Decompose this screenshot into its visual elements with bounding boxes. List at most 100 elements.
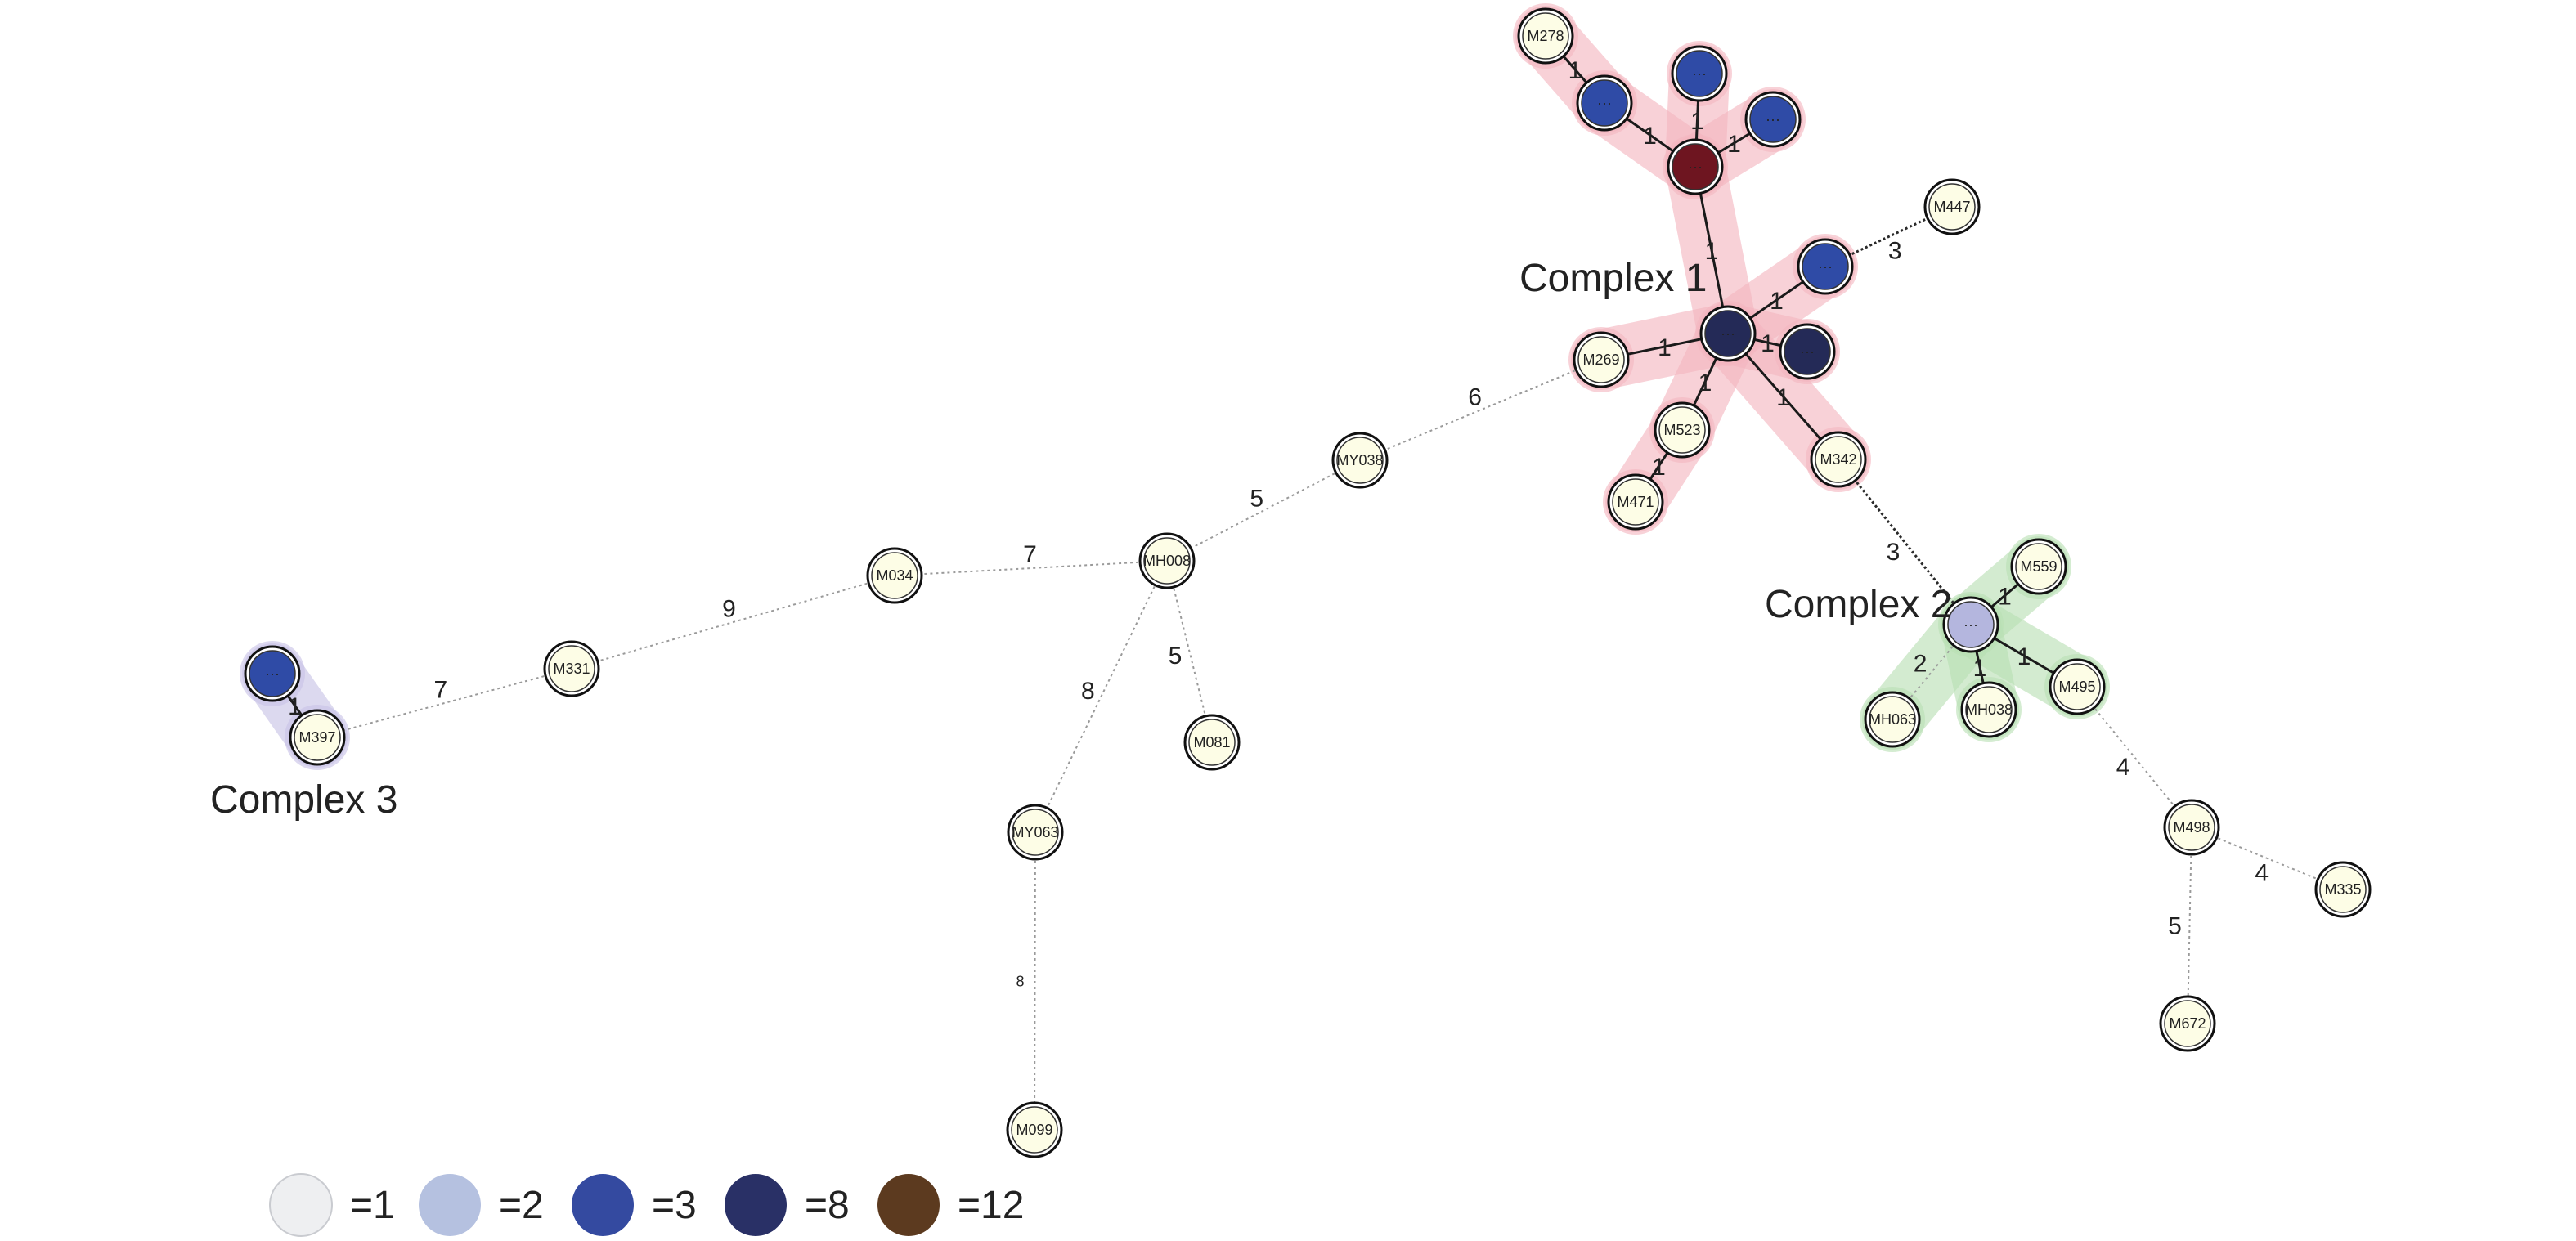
- node-fill: [1672, 143, 1719, 190]
- node-fill: [1869, 696, 1916, 743]
- edge-label: 1: [1761, 330, 1775, 357]
- legend-item-2: =2: [419, 1174, 544, 1236]
- edge-label: 7: [1023, 541, 1037, 568]
- node-label: ···: [1721, 325, 1735, 342]
- node-label: MY063: [1012, 824, 1058, 840]
- node-fill: [1676, 50, 1723, 97]
- edge-label: 1: [1776, 384, 1790, 411]
- edge-label: 1: [1690, 108, 1704, 135]
- node-fill: [1012, 809, 1059, 856]
- node-M447: M447: [1923, 178, 1981, 235]
- edge-label: 9: [722, 596, 736, 623]
- edge: [1166, 459, 1361, 562]
- edge-label: 1: [1652, 454, 1666, 481]
- edge-label: 1: [1705, 238, 1719, 265]
- edge-label: 1: [288, 693, 302, 720]
- node-fill: [1011, 1106, 1058, 1154]
- node-fill: [1658, 406, 1706, 454]
- node-label: M034: [876, 567, 913, 584]
- node-b5: ···: [244, 645, 301, 702]
- node-hub2: ···: [1942, 596, 1999, 653]
- legend-swatch-1: [269, 1173, 333, 1237]
- edge-label: 8: [1016, 973, 1024, 989]
- node-label: MH038: [1965, 701, 2013, 718]
- edge-label: 1: [2017, 643, 2031, 670]
- legend: =1 =2 =3 =8 =12: [269, 1173, 1024, 1237]
- edge-label: 5: [1250, 485, 1263, 512]
- node-label: ···: [1597, 95, 1612, 111]
- node-M335: M335: [2314, 861, 2372, 918]
- edge: [1694, 166, 1730, 334]
- node-label: MY038: [1336, 452, 1383, 468]
- node-M331: M331: [543, 640, 600, 697]
- edge: [1166, 560, 1213, 743]
- node-fill: [1612, 478, 1659, 526]
- edge: [1034, 831, 1036, 1131]
- node-fill: [294, 714, 341, 761]
- node-M397: M397: [289, 709, 346, 766]
- node-fill: [2053, 663, 2101, 710]
- legend-swatch-4: [725, 1174, 787, 1236]
- node-M278: M278: [1517, 7, 1574, 65]
- node-d1: ···: [1779, 323, 1836, 380]
- node-b2: ···: [1671, 45, 1728, 102]
- node-M269: M269: [1573, 331, 1630, 388]
- node-fill: [1947, 601, 1995, 648]
- node-label: ···: [1766, 111, 1780, 128]
- node-MH063: MH063: [1864, 691, 1921, 748]
- complex-2-label: Complex 2: [1765, 583, 1952, 626]
- edge-label: 1: [1727, 131, 1741, 158]
- edge-label: 6: [1468, 384, 1482, 411]
- legend-label-4: =8: [805, 1184, 850, 1227]
- node-label: M447: [1933, 199, 1970, 215]
- node-fill: [1143, 537, 1191, 585]
- node-M081: M081: [1183, 714, 1241, 771]
- edge-label: 2: [1914, 650, 1928, 677]
- node-fill: [2319, 866, 2367, 913]
- node-fill: [2168, 804, 2215, 851]
- node-label: MH008: [1143, 553, 1191, 569]
- node-label: M498: [2173, 819, 2210, 836]
- legend-item-1: =1: [269, 1173, 395, 1237]
- node-M672: M672: [2159, 995, 2216, 1052]
- legend-swatch-2: [419, 1174, 481, 1236]
- legend-item-3: =3: [572, 1174, 697, 1236]
- node-b3: ···: [1744, 91, 1802, 148]
- node-fill: [1522, 12, 1569, 60]
- node-M495: M495: [2049, 658, 2106, 715]
- node-b4: ···: [1797, 238, 1854, 295]
- node-label: M278: [1527, 28, 1564, 44]
- node-label: M672: [2169, 1015, 2206, 1032]
- complex-1-label: Complex 1: [1519, 257, 1707, 300]
- edge-label: 1: [1998, 583, 2012, 610]
- legend-swatch-5: [877, 1174, 940, 1236]
- node-label: ···: [1688, 159, 1703, 175]
- node-fill: [1802, 243, 1849, 290]
- node-red: ···: [1667, 138, 1724, 195]
- node-M498: M498: [2163, 799, 2220, 856]
- edge-label: 1: [1699, 370, 1712, 396]
- node-label: M335: [2324, 881, 2361, 898]
- node-fill: [1704, 310, 1752, 357]
- node-M523: M523: [1654, 401, 1711, 459]
- node-b1: ···: [1576, 74, 1633, 132]
- node-hub1: ···: [1699, 305, 1757, 362]
- node-fill: [1815, 436, 1862, 483]
- node-MH038: MH038: [1960, 681, 2017, 738]
- edge-label: 4: [2255, 859, 2269, 886]
- node-label: M342: [1820, 451, 1856, 468]
- node-fill: [1749, 96, 1797, 143]
- legend-label-3: =3: [652, 1184, 697, 1227]
- edge: [1359, 359, 1602, 461]
- edge: [1034, 560, 1168, 833]
- legend-swatch-3: [572, 1174, 634, 1236]
- node-label: MH063: [1869, 711, 1916, 728]
- node-fill: [1577, 336, 1625, 383]
- edge-label: 1: [1770, 288, 1784, 315]
- node-fill: [2164, 1000, 2211, 1047]
- node-label: ···: [265, 665, 280, 682]
- node-MY063: MY063: [1007, 804, 1064, 861]
- edge-label: 7: [433, 676, 447, 703]
